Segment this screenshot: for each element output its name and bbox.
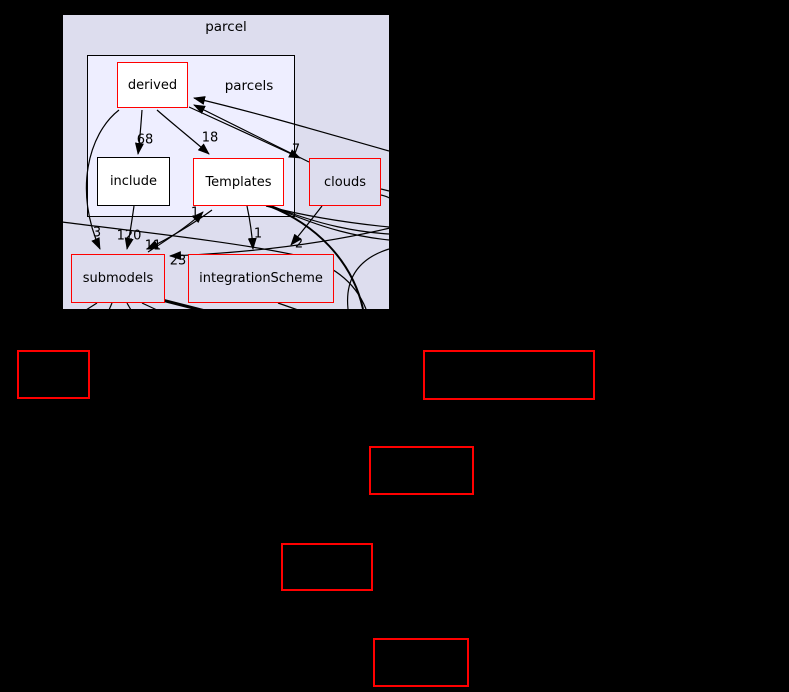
edge-templates-right-3 bbox=[273, 206, 390, 241]
cluster-parcels-label: parcels bbox=[224, 78, 274, 94]
linked-dir-box-2[interactable] bbox=[423, 350, 595, 400]
node-clouds[interactable]: clouds bbox=[309, 158, 381, 206]
edge-count-derived-clouds: 7 bbox=[291, 142, 301, 158]
edge-count-clouds-integrationscheme: 2 bbox=[294, 236, 304, 252]
edge-include-submodels bbox=[124, 205, 135, 250]
edge-submodels-down-3 bbox=[126, 302, 132, 311]
edge-submodels-down-thick bbox=[157, 297, 218, 316]
edge-count-templates-integrationscheme: 1 bbox=[253, 226, 263, 242]
edge-derived-include bbox=[134, 109, 144, 155]
edge-derived-templates bbox=[156, 109, 210, 155]
edge-count-derived-templates: 18 bbox=[201, 130, 219, 146]
linked-dir-box-3[interactable] bbox=[369, 446, 474, 495]
edge-count-submodels-templates: 1 bbox=[190, 205, 200, 221]
edge-external-derived bbox=[193, 96, 390, 152]
edge-clouds-right-1 bbox=[380, 188, 390, 192]
edge-templates-integrationscheme bbox=[246, 205, 257, 250]
node-integrationscheme[interactable]: integrationScheme bbox=[188, 254, 334, 303]
edge-integrationscheme-down bbox=[277, 302, 299, 311]
edge-count-derived-submodels: 3 bbox=[92, 225, 102, 241]
edge-submodels-down-2 bbox=[108, 302, 113, 311]
cluster-parcel-label[interactable]: parcel bbox=[205, 19, 247, 35]
linked-dir-box-4[interactable] bbox=[281, 543, 373, 591]
edge-templates-bottom bbox=[268, 205, 364, 310]
edge-count-derived-include: 68 bbox=[136, 132, 154, 148]
edge-derived-submodels bbox=[85, 109, 120, 250]
edge-clouds-derived bbox=[193, 104, 310, 163]
edge-left-sweep bbox=[61, 221, 367, 310]
node-include[interactable]: include bbox=[97, 157, 170, 206]
node-submodels[interactable]: submodels bbox=[71, 254, 165, 303]
edge-submodels-templates bbox=[147, 211, 204, 253]
linked-dir-box-5[interactable] bbox=[373, 638, 469, 687]
edge-submodels-down-4 bbox=[141, 302, 158, 311]
edge-submodels-down-1 bbox=[85, 302, 98, 311]
edge-templates-right-2 bbox=[271, 205, 390, 235]
edge-right-sweep bbox=[346, 248, 390, 310]
edge-count-templates-submodels: 11 bbox=[144, 238, 162, 254]
node-derived[interactable]: derived bbox=[117, 62, 188, 108]
edge-count-clouds-submodels: 23 bbox=[169, 253, 187, 269]
node-templates[interactable]: Templates bbox=[193, 158, 284, 206]
edge-clouds-right-2 bbox=[380, 194, 390, 199]
edge-count-include-submodels: 120 bbox=[116, 228, 142, 244]
linked-dir-box-1[interactable] bbox=[17, 350, 90, 399]
